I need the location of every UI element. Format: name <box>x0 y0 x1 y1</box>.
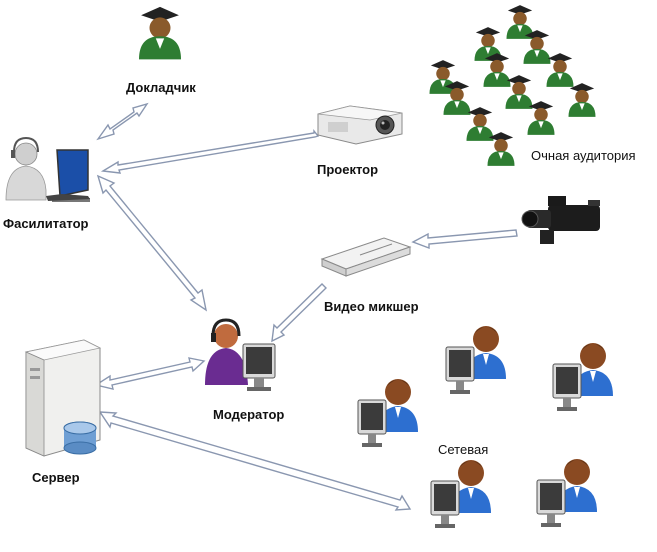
speaker-icon <box>139 6 181 60</box>
mixer-label: Видео микшер <box>324 299 419 314</box>
arrow-facilitator-moderator <box>96 174 208 312</box>
audience-group <box>429 5 596 166</box>
network-label: Сетевая <box>438 442 489 457</box>
arrow-server-moderator <box>94 357 206 390</box>
arrow-facilitator-speaker <box>96 102 149 141</box>
arrow-camera-mixer <box>411 229 518 250</box>
network-participants <box>357 325 614 529</box>
video-mixer-icon <box>320 237 412 277</box>
facilitator-label: Фасилитатор <box>3 216 89 231</box>
arrow-server-network <box>98 411 412 511</box>
arrow-projector-facilitator <box>100 129 320 174</box>
audience-label: Очная аудитория <box>531 148 636 163</box>
moderator-icon <box>205 318 276 391</box>
speaker-label: Докладчик <box>126 80 196 95</box>
projector-label: Проектор <box>317 162 379 177</box>
camera-icon <box>521 196 600 244</box>
server-icon <box>24 339 102 457</box>
moderator-label: Модератор <box>213 407 285 422</box>
projector-icon <box>317 105 403 145</box>
facilitator-icon <box>5 136 90 202</box>
server-label: Сервер <box>32 470 80 485</box>
arrow-mixer-moderator <box>271 283 327 343</box>
